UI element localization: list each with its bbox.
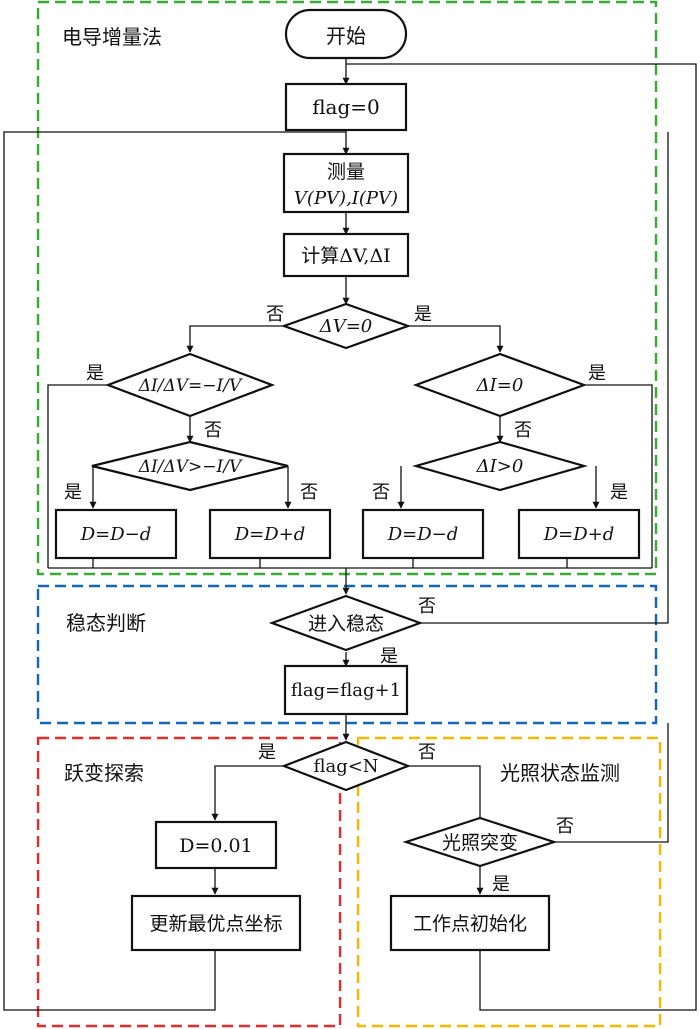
increase-duty-right-box (517, 508, 641, 560)
steady-yes-label: 是 (380, 646, 398, 667)
increase-duty-left-label: D=D+d (234, 524, 306, 545)
dv0-yes-label: 是 (414, 304, 432, 325)
start-node (284, 8, 408, 60)
decrease-duty-right-label: D=D−d (387, 524, 459, 545)
di-dv-greater-label: ΔI/ΔV>−I/V (138, 457, 243, 477)
region-jump-search (36, 736, 342, 1028)
di-pos-yes-label: 是 (610, 482, 628, 503)
init-operating-point-label: 工作点初始化 (413, 913, 527, 935)
di-pos-no-label: 否 (372, 482, 390, 503)
calc-label: 计算ΔV,ΔI (301, 245, 390, 267)
di-eq-no-label: 否 (204, 420, 222, 441)
decrease-duty-left-label: D=D−d (80, 524, 152, 545)
region-steady-state (36, 584, 658, 725)
flag-reset-label: flag=0 (312, 95, 380, 119)
flag-lt-yes-label: 是 (258, 742, 276, 763)
decrease-duty-left-box (54, 508, 178, 560)
steady-state-label: 进入稳态 (308, 613, 384, 635)
calc-box (282, 232, 410, 278)
branch-labels: 否 是 是 否 是 否 是 否 否 是 否 是 是 否 否 是 (64, 304, 628, 895)
region-title-incremental-conductance: 电导增量法 (62, 25, 162, 49)
light-change-label: 光照突变 (442, 832, 518, 854)
duty-set-box (154, 820, 278, 870)
region-title-jump-search: 跃变探索 (64, 761, 144, 785)
measure-vars-label: V(PV),I(PV) (294, 188, 398, 209)
region-light-monitor (356, 736, 662, 1028)
di-dv-equal-label: ΔI/ΔV=−I/V (138, 376, 243, 396)
start-label: 开始 (326, 24, 366, 48)
region-incremental-conductance (36, 0, 658, 576)
di-positive-label: ΔI>0 (476, 456, 524, 477)
dv-zero-decision (280, 302, 412, 350)
di-dv-greater-decision (91, 440, 289, 492)
decrease-duty-right-box (361, 508, 485, 560)
steady-no-label: 否 (418, 596, 436, 617)
dv0-no-label: 否 (266, 304, 284, 325)
init-operating-point-box (389, 894, 551, 952)
di-gt-no-label: 否 (300, 482, 318, 503)
duty-set-label: D=0.01 (179, 835, 252, 857)
light-change-decision (402, 816, 558, 868)
di-gt-yes-label: 是 (64, 482, 82, 503)
di-positive-decision (411, 440, 589, 492)
light-yes-label: 是 (492, 874, 510, 895)
update-best-point-label: 更新最优点坐标 (149, 913, 282, 935)
di-eq-yes-label: 是 (86, 363, 104, 384)
measure-label: 测量 (327, 161, 365, 183)
flag-threshold-label: flag<N (313, 756, 378, 777)
flag-reset-box (284, 82, 408, 132)
steady-state-decision (268, 594, 424, 652)
di0-no-label: 否 (514, 420, 532, 441)
dv-zero-label: ΔV=0 (319, 316, 373, 337)
flag-increment-label: flag=flag+1 (291, 680, 401, 701)
region-title-steady-state: 稳态判断 (66, 611, 146, 635)
connector-lines (3, 58, 697, 1011)
di-dv-equal-decision (104, 352, 276, 418)
update-best-point-box (130, 894, 302, 952)
increase-duty-right-label: D=D+d (543, 524, 615, 545)
flag-lt-no-label: 否 (418, 742, 436, 763)
light-no-label: 否 (556, 816, 574, 837)
di-zero-label: ΔI=0 (476, 375, 524, 396)
increase-duty-left-box (208, 508, 332, 560)
measure-box (282, 152, 410, 214)
di-zero-decision (412, 352, 588, 418)
di0-yes-label: 是 (588, 363, 606, 384)
flag-threshold-decision (280, 740, 412, 792)
region-title-light-monitor: 光照状态监测 (500, 761, 620, 785)
flag-increment-box (283, 664, 409, 716)
